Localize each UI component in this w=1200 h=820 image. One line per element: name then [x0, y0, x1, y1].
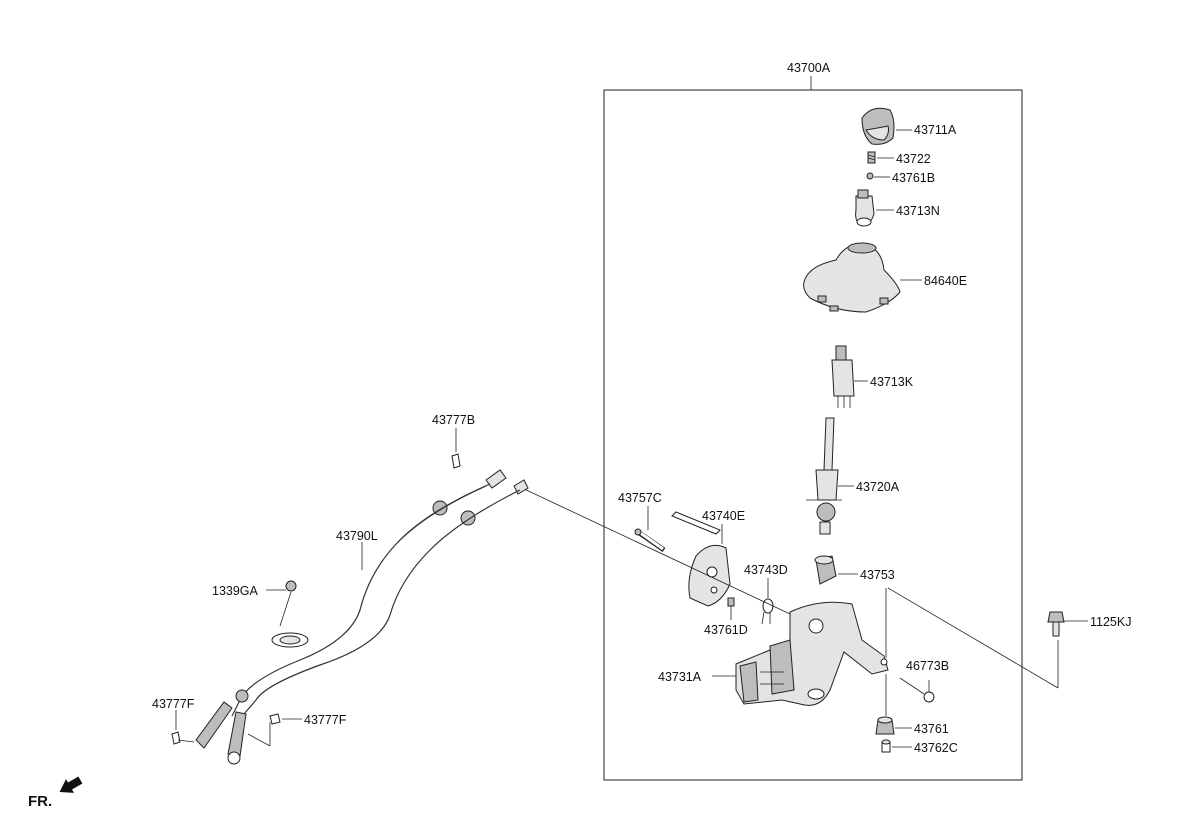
cable-connector-line [521, 487, 791, 615]
boot-part [803, 242, 901, 313]
cable-clip-right-part [269, 713, 281, 725]
cable-end-top-part [432, 469, 529, 526]
shift-knob-part [861, 107, 895, 145]
label-43720A: 43720A [856, 480, 900, 494]
shift-cable-part [195, 483, 521, 765]
collar-part [881, 739, 891, 753]
label-43762C: 43762C [914, 741, 958, 755]
label-43753: 43753 [860, 568, 895, 582]
label-43757C: 43757C [618, 491, 662, 505]
clip-part [761, 598, 774, 625]
bolt-part [1047, 611, 1065, 637]
label-43743D: 43743D [744, 563, 788, 577]
cable-clip-left-part [171, 731, 181, 745]
assembly-frame [603, 89, 1023, 781]
washer-part [923, 691, 935, 703]
shift-lever-part [806, 417, 842, 535]
label-43740E: 43740E [702, 509, 745, 523]
spring-part [867, 151, 876, 164]
label-84640E: 84640E [924, 274, 967, 288]
label-43761: 43761 [914, 722, 949, 736]
assembly-label: 43700A [787, 61, 831, 75]
label-43761D: 43761D [704, 623, 748, 637]
cable-clip-top-part [451, 453, 461, 469]
label-43777B: 43777B [432, 413, 475, 427]
grommet-nut-part [285, 580, 297, 592]
label-1339GA: 1339GA [212, 584, 259, 598]
label-43777F-left: 43777F [152, 697, 195, 711]
shifter-base-part [735, 601, 889, 706]
label-43713K: 43713K [870, 375, 914, 389]
label-46773B: 46773B [906, 659, 949, 673]
label-43722: 43722 [896, 152, 931, 166]
nut-part [875, 716, 895, 735]
lever-sleeve-part [831, 345, 855, 408]
bushing-part [814, 555, 837, 585]
label-43711A: 43711A [914, 123, 957, 137]
ball-part [866, 172, 874, 180]
label-43790L: 43790L [336, 529, 378, 543]
label-43761B: 43761B [892, 171, 935, 185]
label-1125KJ: 1125KJ [1090, 615, 1131, 629]
small-bushing-part [727, 597, 735, 607]
pin-part [634, 528, 666, 553]
front-direction-arrow-icon [59, 776, 83, 793]
front-direction-label: FR. [28, 793, 52, 810]
sleeve-part [855, 189, 875, 227]
label-43731A: 43731A [658, 670, 702, 684]
label-43777F-right: 43777F [304, 713, 347, 727]
bracket-part [671, 511, 731, 607]
label-43713N: 43713N [896, 204, 940, 218]
